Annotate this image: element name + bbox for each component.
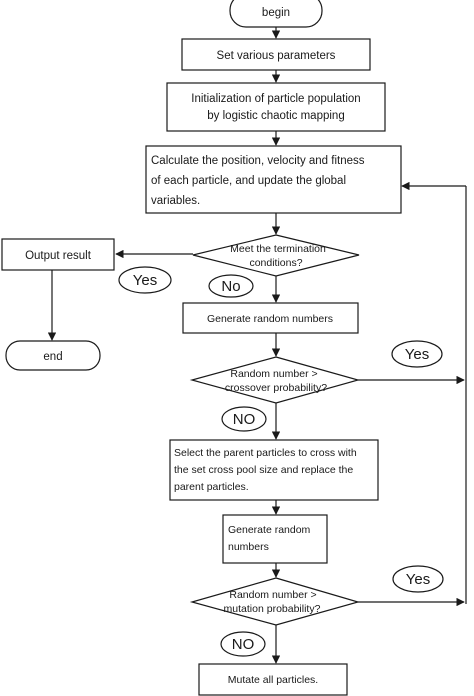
yes-label-3: Yes (406, 571, 430, 588)
yes-label-1: Yes (133, 272, 157, 289)
no-label-2: NO (233, 411, 256, 428)
select-line1: Select the parent particles to cross wit… (174, 447, 357, 459)
yes-badge-2: Yes (391, 340, 443, 368)
no-label-3: NO (232, 636, 255, 653)
cross-line1: Random number > (230, 368, 317, 380)
end-terminal: end (5, 340, 101, 371)
init-line2: by logistic chaotic mapping (207, 110, 344, 122)
gen-random-2-box: Generate random numbers (222, 514, 328, 564)
gen-random-2-line1: Generate random (228, 524, 311, 536)
init-box: Initialization of particle population by… (166, 82, 386, 132)
no-label-1: No (221, 278, 240, 295)
set-params-box: Set various parameters (181, 38, 371, 71)
gen-random-2-line2: numbers (228, 541, 269, 553)
cross-line2: crossover probability? (225, 382, 327, 394)
select-parents-box: Select the parent particles to cross wit… (169, 439, 379, 501)
calc-box: Calculate the position, velocity and fit… (145, 145, 402, 214)
end-label: end (43, 351, 62, 363)
select-line3: parent particles. (174, 481, 249, 493)
mutate-box: Mutate all particles. (198, 663, 348, 696)
output-result-box: Output result (1, 238, 115, 271)
mutation-decision: Random number > mutation probability? (189, 577, 361, 626)
connectors (47, 27, 467, 664)
init-line1: Initialization of particle population (191, 93, 360, 105)
no-badge-2: NO (221, 406, 267, 432)
no-badge-3: NO (220, 631, 266, 657)
meet-termination-decision: Meet the termination conditions? (192, 234, 360, 277)
begin-terminal: begin (229, 0, 323, 28)
set-params-label: Set various parameters (217, 50, 336, 62)
mutate-label: Mutate all particles. (228, 674, 318, 686)
begin-label: begin (262, 7, 290, 19)
calc-line2: of each particle, and update the global (151, 175, 346, 187)
yes-badge-3: Yes (392, 565, 444, 593)
meet-line2: conditions? (249, 257, 302, 269)
calc-line1: Calculate the position, velocity and fit… (151, 155, 365, 167)
output-result-label: Output result (25, 250, 92, 262)
yes-badge-1: Yes (118, 266, 172, 294)
yes-label-2: Yes (405, 346, 429, 363)
mut-line1: Random number > (229, 589, 316, 601)
gen-random-1-label: Generate random numbers (207, 313, 333, 325)
meet-line1: Meet the termination (230, 243, 326, 255)
gen-random-1-box: Generate random numbers (182, 302, 359, 334)
select-line2: the set cross pool size and replace the (174, 464, 353, 476)
crossover-decision: Random number > crossover probability? (189, 356, 361, 404)
no-badge-1: No (208, 274, 254, 298)
mut-line2: mutation probability? (224, 603, 321, 615)
calc-line3: variables. (151, 195, 200, 207)
